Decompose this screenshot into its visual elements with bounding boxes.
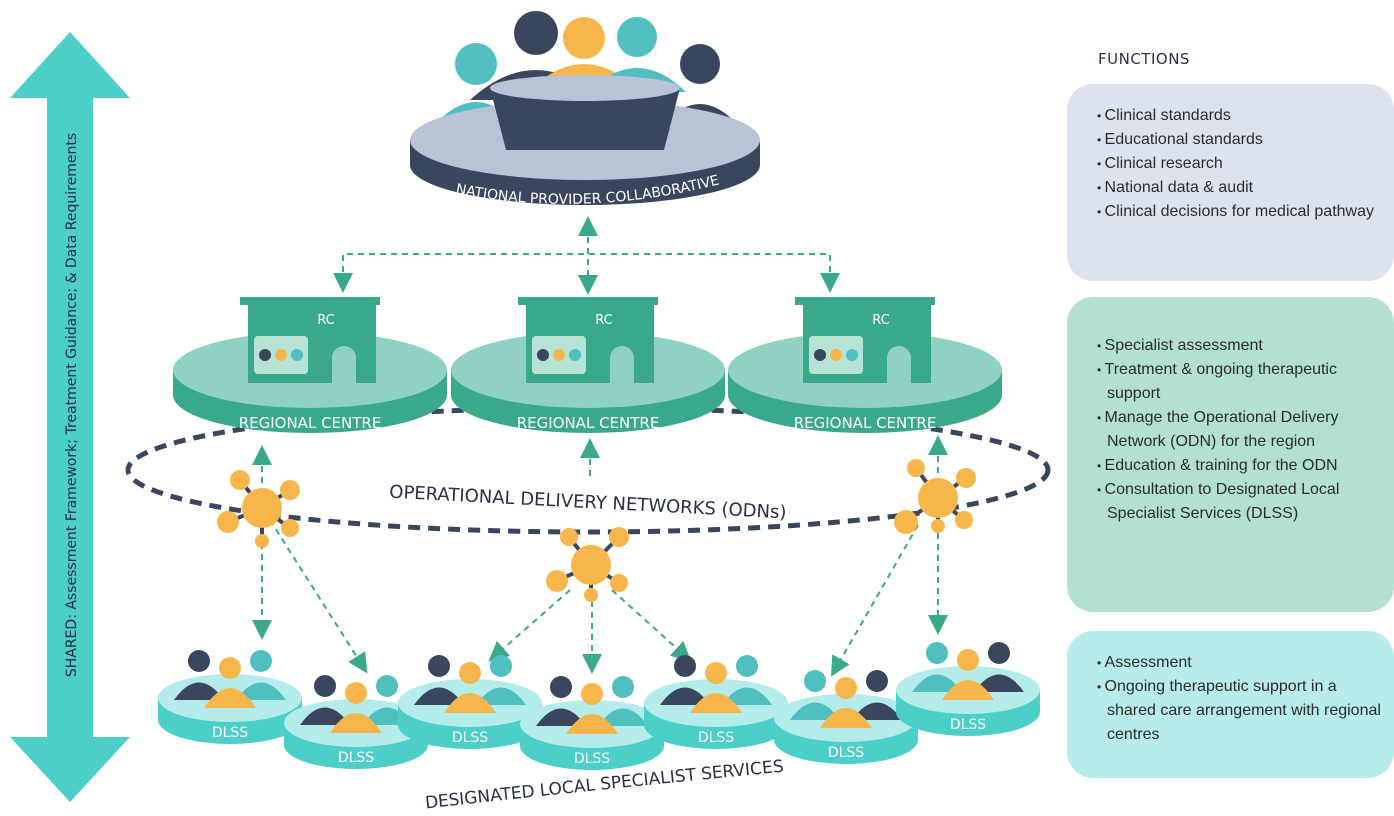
connector-lines	[252, 216, 948, 677]
function-item: Educational standards	[1093, 128, 1384, 152]
function-item: Clinical decisions for medical pathway	[1093, 200, 1384, 224]
local-functions-list: AssessmentOngoing therapeutic support in…	[1093, 651, 1384, 747]
function-item: Education & training for the ODN	[1093, 454, 1384, 478]
functions-title: FUNCTIONS	[1098, 50, 1190, 68]
dlss-3: DLSS	[398, 655, 542, 749]
dlss-4: DLSS	[520, 676, 664, 770]
odn-ring	[125, 405, 1051, 535]
function-item: Consultation to Designated Local Special…	[1093, 478, 1384, 526]
function-item: Clinical standards	[1093, 104, 1384, 128]
rc-building-label: RC	[317, 313, 334, 328]
odn-hub-right	[894, 459, 976, 534]
national-provider-collaborative: NATIONAL PROVIDER COLLABORATIVE	[410, 11, 760, 208]
dlss-7: DLSS	[896, 642, 1040, 736]
dlss-label: DLSS	[574, 751, 610, 767]
function-item: Treatment & ongoing therapeutic support	[1093, 358, 1384, 406]
dlss-label: DLSS	[452, 730, 488, 746]
regional-centre-1: RC REGIONAL CENTRE	[173, 297, 447, 433]
function-item: Assessment	[1093, 651, 1384, 675]
regional-functions-panel: Specialist assessmentTreatment & ongoing…	[1067, 297, 1394, 612]
regional-centre-3: RC REGIONAL CENTRE	[728, 297, 1002, 433]
dlss-1: DLSS	[158, 650, 302, 744]
shared-arrow-label: SHARED: Assessment Framework; Treatment …	[64, 133, 80, 677]
dlss-label: DLSS	[212, 725, 248, 741]
function-item: Clinical research	[1093, 152, 1384, 176]
dlss-label: DLSS	[828, 745, 864, 761]
rc-building-label: RC	[595, 313, 612, 328]
dlss-label: DLSS	[698, 730, 734, 746]
national-functions-list: Clinical standardsEducational standardsC…	[1093, 104, 1384, 224]
function-item: Specialist assessment	[1093, 334, 1384, 358]
regional-functions-list: Specialist assessmentTreatment & ongoing…	[1093, 334, 1384, 526]
regional-centre-label: REGIONAL CENTRE	[517, 414, 660, 432]
odn-hub-middle	[546, 527, 629, 602]
local-functions-panel: AssessmentOngoing therapeutic support in…	[1067, 631, 1394, 778]
odn-label: OPERATIONAL DELIVERY NETWORKS (ODNs)	[389, 482, 787, 524]
odn-hub-left	[217, 470, 300, 548]
dlss-6: DLSS	[774, 670, 918, 764]
dlss-label: DLSS	[338, 750, 374, 766]
function-item: National data & audit	[1093, 176, 1384, 200]
dlss-2: DLSS	[284, 675, 428, 769]
function-item: Ongoing therapeutic support in a shared …	[1093, 675, 1384, 747]
regional-centre-label: REGIONAL CENTRE	[794, 414, 937, 432]
regional-centre-label: REGIONAL CENTRE	[239, 414, 382, 432]
function-item: Manage the Operational Delivery Network …	[1093, 406, 1384, 454]
dlss-label: DLSS	[950, 717, 986, 733]
dlss-5: DLSS	[644, 655, 788, 749]
regional-centre-2: RC REGIONAL CENTRE	[451, 297, 725, 433]
shared-arrow: SHARED: Assessment Framework; Treatment …	[10, 32, 130, 802]
rc-building-label: RC	[872, 313, 889, 328]
national-functions-panel: Clinical standardsEducational standardsC…	[1067, 84, 1394, 281]
